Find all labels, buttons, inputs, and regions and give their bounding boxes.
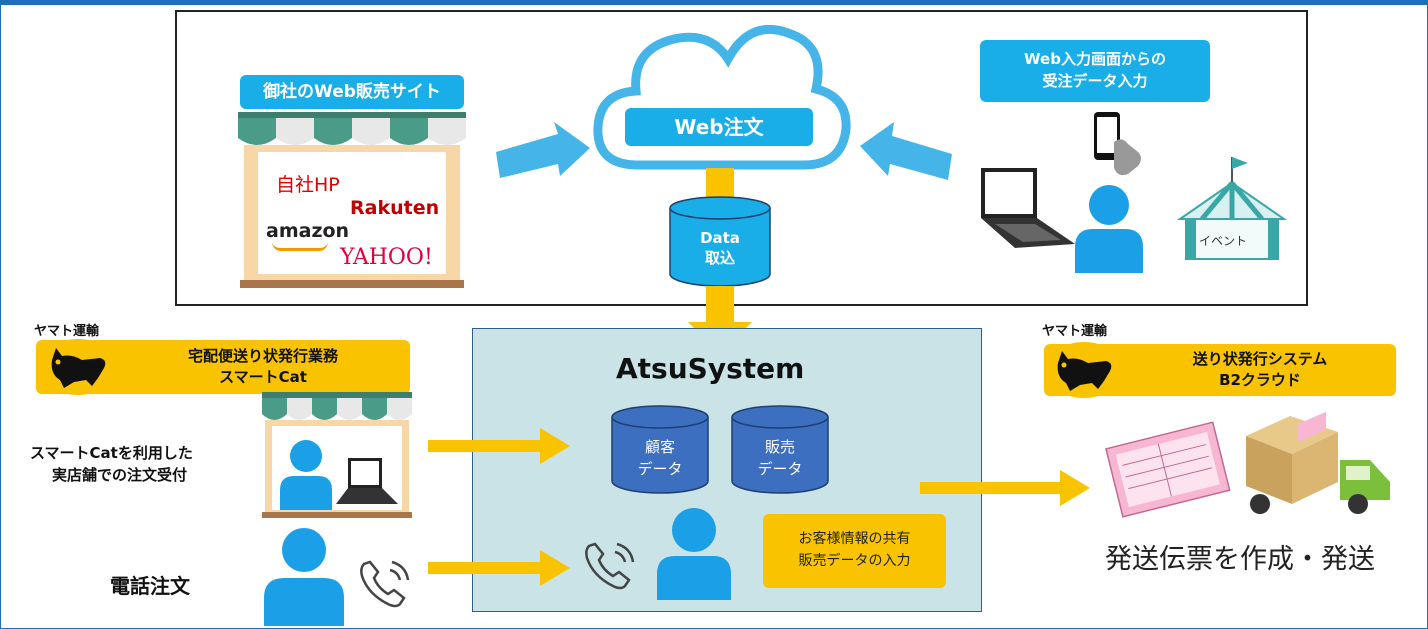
input-label: Web入力画面からの 受注データ入力 [980,40,1210,102]
cloud-web-order-label: Web注文 [625,108,813,146]
cloud-shape [593,24,851,170]
yamato-left-brand: ヤマト運輸 [34,324,100,339]
store-clerk-icon [280,440,332,510]
yamato-right-line1: 送り状発行システム [1192,350,1328,368]
input-label-line2: 受注データ入力 [1042,72,1148,90]
storefront-base [240,280,464,288]
arrow-system-to-shipping [920,470,1090,506]
customer-db-cylinder [611,405,709,494]
system-phone-icon [585,542,635,590]
event-tent-icon [1176,157,1288,260]
store-awning [262,392,412,420]
customer-db-line1: 顧客 [644,438,675,456]
shipping-slip-icon [1105,421,1231,518]
logo-amazon: amazon [266,220,350,242]
phone-handset-icon [360,560,410,608]
storefront-window [258,152,446,274]
person-icon [1075,185,1143,273]
yamato-right-line2: B2クラウド [1219,371,1301,389]
yamato-left-line2: スマートCat [219,368,307,386]
web-site-label: 御社のWeb販売サイト [240,75,464,109]
atsusystem-title: AtsuSystem [616,352,805,385]
share-box-line2: 販売データの入力 [798,553,911,569]
logo-rakuten: Rakuten [350,197,440,219]
sales-db-cylinder [731,405,829,494]
sales-db-line2: データ [757,460,803,478]
data-import-line1: Data [700,229,740,247]
store-base [262,512,412,518]
amazon-smile [272,242,328,251]
phone-order-text: 電話注文 [110,574,190,598]
system-operator-icon [657,508,731,600]
yamato-right-brand: ヤマト運輸 [1042,324,1108,339]
laptop-icon [981,168,1075,248]
storefront-awning [238,112,466,145]
customer-db-line2: データ [637,460,683,478]
shipping-text: 発送伝票を作成・発送 [1105,544,1375,575]
store-text-line1: スマートCatを利用した [30,444,193,462]
kuroneko-logo-left [40,339,116,395]
share-box: お客様情報の共有 販売データの入力 [763,514,946,588]
top-bar [0,0,1428,5]
yamato-left-line1: 宅配便送り状発行業務 [187,347,338,365]
input-label-line1: Web入力画面からの [1024,50,1166,68]
store-text: スマートCatを利用した 実店舗での注文受付 [30,442,193,486]
delivery-truck-icon [1246,411,1390,514]
share-box-line1: お客様情報の共有 [798,531,911,547]
data-import-label: Data 取込 [668,228,772,268]
arrow-site-to-cloud [496,122,590,178]
arrow-input-to-cloud [860,122,952,180]
sales-db-label: 販売 データ [730,436,830,480]
store-laptop-icon [336,458,398,504]
event-label: イベント [1199,234,1248,248]
logo-own-hp: 自社HP [276,174,340,196]
arrow-phone-to-system [428,550,570,586]
kuroneko-logo-right [1046,342,1122,398]
data-import-line2: 取込 [704,249,735,267]
data-import-cylinder [669,196,771,287]
store-text-line2: 実店舗での注文受付 [52,466,188,484]
customer-db-label: 顧客 データ [610,436,710,480]
arrow-store-to-system [428,428,570,464]
phone-customer-icon [264,528,344,626]
sales-db-line1: 販売 [764,438,795,456]
smartphone-icon [1094,112,1141,176]
web-section-frame [175,10,1308,306]
logo-yahoo: YAHOO! [340,245,433,270]
